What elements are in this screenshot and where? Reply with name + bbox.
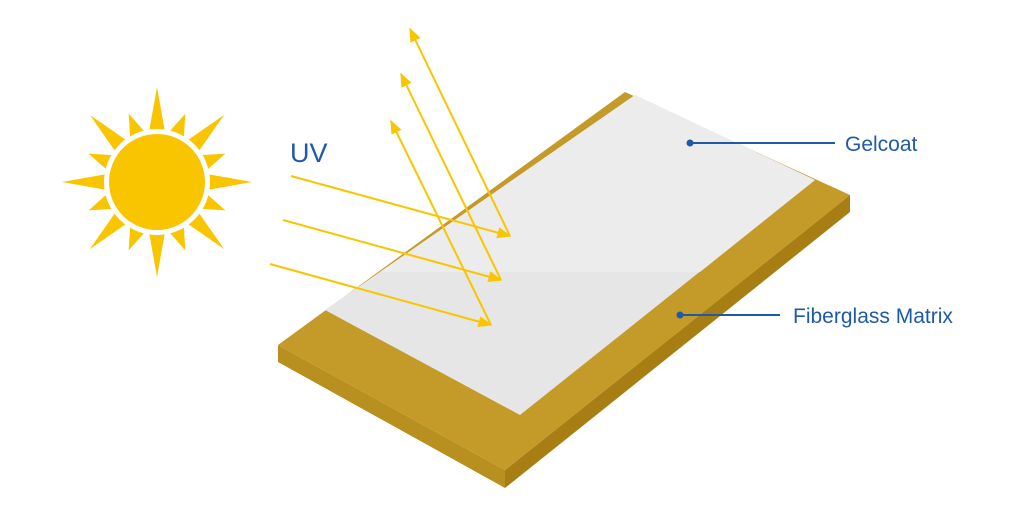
fiberglass-callout: Fiberglass Matrix [676,305,953,328]
sun-ray [89,212,127,250]
sun-ray [149,233,165,277]
sun-ray [88,153,113,170]
sun-ray [187,212,225,250]
sun-disc [109,134,205,230]
sun-ray [201,153,226,170]
gelcoat-label: Gelcoat [845,133,918,156]
sun-ray [208,174,252,190]
sun-ray [88,194,113,211]
sun-ray [149,87,165,131]
sun-ray [169,113,186,138]
fiberglass-front-side [278,345,505,488]
uv-rays [269,27,512,328]
fiberglass-right-side [505,195,850,488]
incident-ray-1 [290,175,512,239]
sun-ray [128,113,145,138]
gelcoat-callout: Gelcoat [686,133,918,156]
sun-ray [89,114,127,152]
sun-ray [169,226,186,251]
sun-ray [62,174,106,190]
sun-ray [187,114,225,152]
uv-label: UV [290,138,328,168]
reflected-ray-3 [390,119,492,326]
reflected-ray-2 [400,72,502,281]
gelcoat-highlight [380,95,815,272]
incident-ray-3 [269,263,493,328]
sun-ray [201,194,226,211]
reflected-ray-1 [409,27,511,237]
sun-ray [128,226,145,251]
fiberglass-slab [278,92,850,488]
sun-icon [62,87,252,277]
fiberglass-label: Fiberglass Matrix [793,305,953,328]
